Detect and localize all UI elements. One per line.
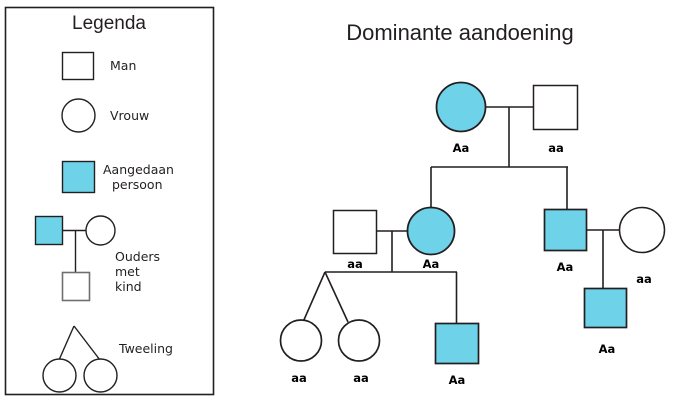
individual-II-3-square-affected [543,208,588,252]
individual-II-4-circle [618,206,666,254]
individual-I-2-genotype: aa [548,141,564,155]
legend-item-tweeling: Tweeling [42,325,173,393]
legend-parent-female [85,215,116,246]
twin-line-left [58,325,75,361]
individual-III-4-genotype: Aa [599,342,616,356]
individual-II-3-genotype: Aa [557,260,574,274]
individual-III-1-genotype: aa [291,371,307,385]
individual-II-2-genotype: Aa [423,257,440,271]
individual-I-1-circle-affected [435,81,487,133]
square-filled-icon [61,160,96,194]
legend-child-male [61,271,91,302]
individual-III-3-genotype: Aa [449,373,466,387]
individual-I-2-square [532,84,579,131]
twin-line-right [73,325,101,361]
individual-III-4-square-affected [583,287,628,329]
legend-item-vrouw: Vrouw [61,98,149,133]
individual-II-4-genotype: aa [636,272,652,286]
twin-fork-left [302,271,326,323]
legend-item-ouders-met-kind: Ouders met kind [34,215,160,302]
twin-fork-right [324,271,349,323]
generation-2-right-couple: Aa aa [543,206,666,288]
individual-II-1-genotype: aa [347,257,363,271]
legend-item-label-line2: met [115,264,140,279]
legend-item-label: Vrouw [110,108,149,123]
legend-item-man: Man [61,51,136,81]
legend-parent-male-affected [34,215,64,246]
individual-III-1-circle [279,319,323,362]
legend-item-label-line1: Aangedaan [103,162,174,177]
individual-II-1-square [332,209,378,255]
square-unfilled-icon [61,51,95,81]
legend-border [4,6,215,396]
page-title: Dominante aandoening [346,20,574,45]
legend-panel: Legenda Man Vrouw Aangedaan persoon [4,6,215,396]
generation-1: Aa aa [430,81,579,209]
circle-unfilled-icon [61,98,96,133]
individual-III-2-genotype: aa [353,371,369,385]
generation-2-left-couple: aa Aa [302,206,458,323]
legend-item-label-line3: kind [115,279,142,294]
twin-circle-left [42,358,77,393]
individual-III-2-circle [337,319,381,362]
individual-III-3-square-affected [434,322,480,365]
individual-II-2-circle-affected [406,206,456,256]
individual-I-1-genotype: Aa [453,141,470,155]
legend-title: Legenda [72,13,146,34]
legend-item-aangedaan-persoon: Aangedaan persoon [61,160,174,194]
legend-item-label-line1: Ouders [115,249,160,264]
twin-circle-right [83,358,118,393]
legend-item-label: Tweeling [118,341,173,356]
legend-item-label: Man [110,58,136,73]
generation-3: aa aa Aa Aa [279,287,628,387]
legend-item-label-line2: persoon [112,177,163,192]
